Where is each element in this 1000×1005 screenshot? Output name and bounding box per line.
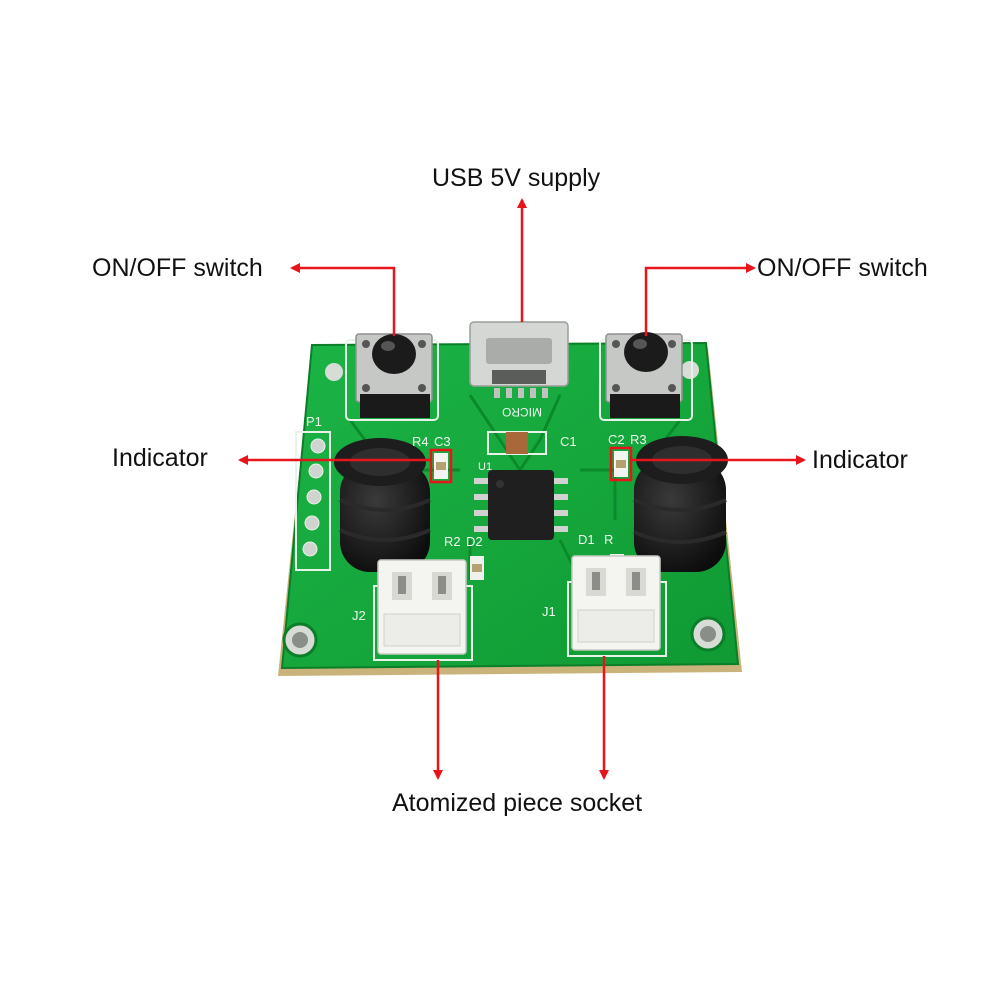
silk-c1: C1: [560, 434, 577, 449]
silk-r4: R4: [412, 434, 429, 449]
silk-c3: C3: [434, 434, 451, 449]
micro-usb-connector: MICRO: [469, 321, 569, 419]
silk-u1: U1: [478, 461, 492, 473]
silk-labels-top: R4 C3 C2 R3: [412, 432, 647, 449]
indicator-led-left: [429, 448, 453, 484]
silk-j1: J1: [542, 604, 556, 619]
silk-d1: D1: [578, 532, 595, 547]
indicator-led-right: [609, 446, 633, 482]
label-switch-left: ON/OFF switch: [92, 254, 263, 282]
label-socket: Atomized piece socket: [392, 789, 643, 817]
socket-j2: [373, 559, 473, 661]
silk-j2: J2: [352, 608, 366, 623]
arrow-switch-right: [644, 263, 756, 336]
header-p1: P1: [295, 414, 331, 571]
silk-c2: C2: [608, 432, 625, 447]
silk-d2: D2: [466, 534, 483, 549]
ic-chip-u1: U1: [474, 461, 568, 540]
silk-r1: R: [604, 532, 613, 547]
label-switch-right: ON/OFF switch: [757, 254, 928, 282]
switch-right: [599, 332, 693, 421]
callout-arrows: [238, 198, 806, 780]
silk-r3: R3: [630, 432, 647, 447]
silk-micro: MICRO: [502, 405, 542, 419]
socket-j1: [567, 555, 667, 657]
capacitor-c1: C1: [487, 431, 577, 455]
arrow-switch-left: [290, 263, 396, 336]
label-usb-supply: USB 5V supply: [432, 164, 601, 192]
inductor-left: [334, 438, 431, 572]
silk-r2: R2: [444, 534, 461, 549]
label-indicator-left: Indicator: [112, 444, 208, 472]
label-indicator-right: Indicator: [812, 446, 908, 474]
silk-p1: P1: [306, 414, 322, 429]
inductor-right: [633, 436, 728, 572]
